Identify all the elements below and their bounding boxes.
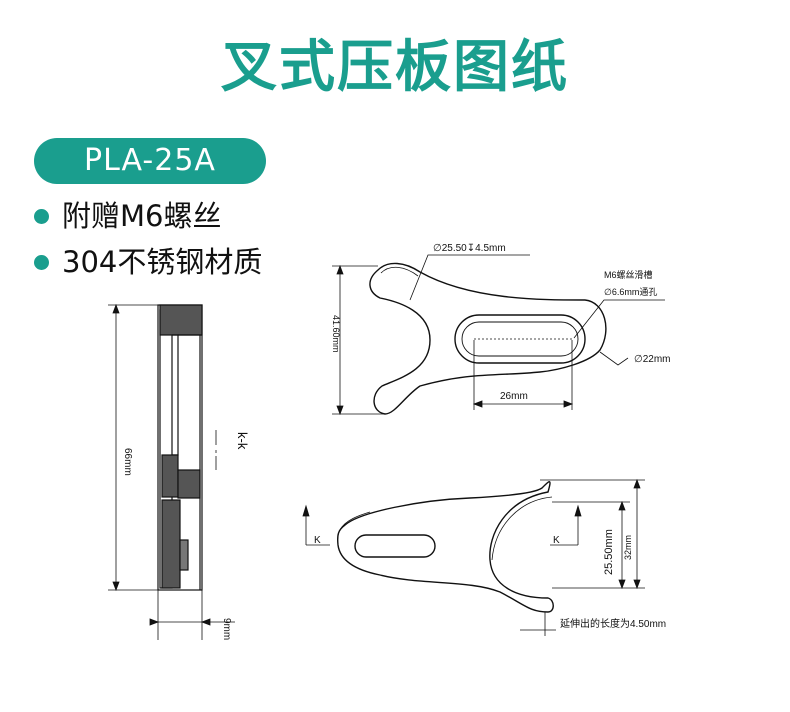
side-section-view xyxy=(157,304,203,591)
feature-item: 304不锈钢材质 xyxy=(32,242,262,288)
side-height-label: 66mm xyxy=(122,448,133,476)
counterbore-label: ∅25.50↧4.5mm xyxy=(433,243,506,254)
top-view-dimensions xyxy=(332,254,665,416)
slot-length-label: 26mm xyxy=(500,391,528,402)
feature-list: 附赠M6螺丝 304不锈钢材质 xyxy=(32,196,262,288)
side-dimensions xyxy=(108,303,235,640)
bullet-icon xyxy=(34,209,49,224)
slot-hole-label: ∅6.6mm通孔 xyxy=(604,287,657,297)
total-dim-label: 32mm xyxy=(623,535,633,560)
front-view-dimensions xyxy=(302,478,645,590)
front-view xyxy=(336,481,556,636)
extension-note: 延伸出的长度为4.50mm xyxy=(560,617,666,630)
side-thickness-label: 9mm xyxy=(221,618,232,640)
model-badge: PLA-25A xyxy=(34,138,266,184)
top-height-label: 41.60mm xyxy=(331,315,341,353)
outer-dia-label: ∅22mm xyxy=(634,354,671,365)
section-label: k-k xyxy=(235,432,250,450)
feature-item: 附赠M6螺丝 xyxy=(32,196,262,242)
section-mark-right: K xyxy=(553,535,560,546)
step-dim-label: 25.50mm xyxy=(603,529,615,575)
section-mark-left: K xyxy=(314,535,321,546)
page-title: 叉式压板图纸 xyxy=(221,35,569,100)
top-view xyxy=(369,262,607,415)
bullet-icon xyxy=(34,255,49,270)
slot-title-label: M6螺丝滑槽 xyxy=(604,269,653,280)
